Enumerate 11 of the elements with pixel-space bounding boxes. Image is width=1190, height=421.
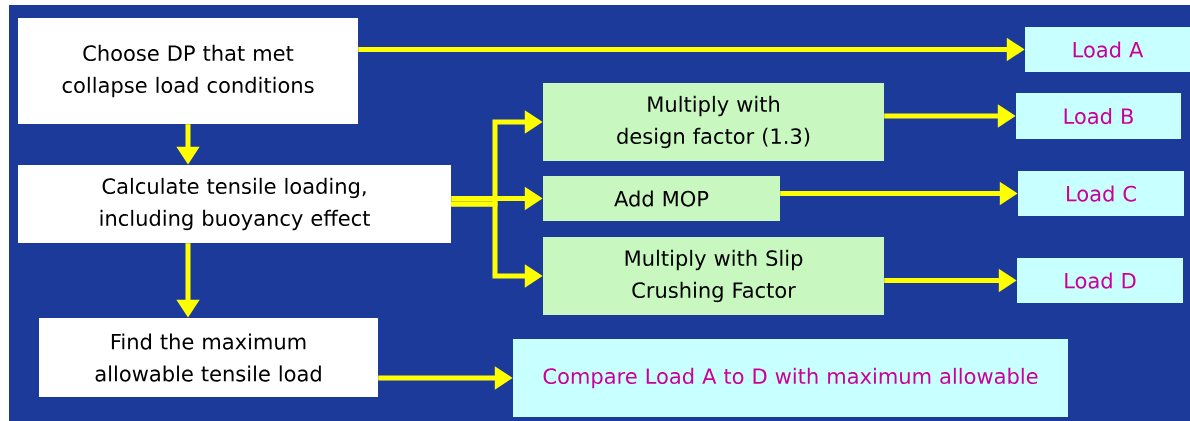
process-box: Choose DP that met collapse load conditions (18, 18, 358, 124)
process-box: Add MOP (543, 176, 780, 221)
process-box: Find the maximum allowable tensile load (39, 318, 378, 397)
result-box: Compare Load A to D with maximum allowable (513, 339, 1068, 417)
result-box: Load B (1016, 93, 1181, 139)
result-box: Load D (1017, 258, 1183, 303)
process-box: Calculate tensile loading, including buoyancy effect (18, 165, 451, 243)
result-box: Load A (1025, 27, 1190, 72)
process-box: Multiply with Slip Crushing Factor (543, 237, 884, 315)
process-box: Multiply with design factor (1.3) (543, 83, 884, 161)
result-box: Load C (1018, 171, 1184, 216)
